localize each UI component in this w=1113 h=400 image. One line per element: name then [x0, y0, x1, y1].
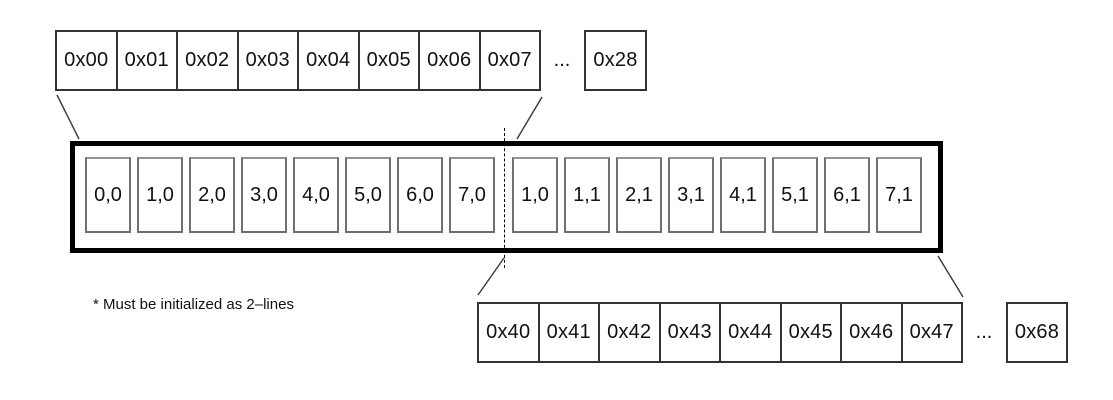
- address-cell: 0x46: [840, 302, 903, 363]
- address-cell: 0x06: [418, 30, 481, 91]
- connector-top-right-line: [516, 96, 543, 140]
- connector-bottom-right-line: [937, 255, 964, 298]
- address-cell: 0x41: [537, 302, 600, 363]
- ddram-cell: 2,1: [616, 157, 662, 233]
- bottom-ellipsis: ...: [975, 321, 993, 343]
- address-cell: 0x40: [477, 302, 540, 363]
- address-cell: 0x04: [297, 30, 360, 91]
- connector-bottom-left-line: [477, 257, 505, 296]
- ddram-cell: 2,0: [189, 157, 235, 233]
- address-cell: 0x47: [900, 302, 963, 363]
- address-cell: 0x07: [478, 30, 541, 91]
- ddram-cell: 3,0: [241, 157, 287, 233]
- address-cell: 0x44: [719, 302, 782, 363]
- top-last-address-cell: 0x28: [584, 30, 647, 91]
- top-ellipsis: ...: [553, 49, 571, 71]
- address-cell: 0x01: [115, 30, 178, 91]
- address-cell: 0x45: [779, 302, 842, 363]
- ddram-cell: 0,0: [85, 157, 131, 233]
- ddram-cell: 6,1: [824, 157, 870, 233]
- init-note: * Must be initialized as 2–lines: [93, 296, 294, 313]
- ddram-cell: 7,0: [449, 157, 495, 233]
- address-cell: 0x03: [236, 30, 299, 91]
- address-cell: 0x42: [598, 302, 661, 363]
- bottom-last-address-cell: 0x68: [1006, 302, 1068, 363]
- ddram-cell: 1,0: [137, 157, 183, 233]
- ddram-cell: 1,1: [564, 157, 610, 233]
- ddram-cell: 5,1: [772, 157, 818, 233]
- ddram-cell: 5,0: [345, 157, 391, 233]
- ddram-cell: 4,1: [720, 157, 766, 233]
- ddram-cell: 7,1: [876, 157, 922, 233]
- address-cell: 0x02: [176, 30, 239, 91]
- address-cell: 0x00: [55, 30, 118, 91]
- address-cell: 0x05: [357, 30, 420, 91]
- ddram-cell: 6,0: [397, 157, 443, 233]
- line-boundary-divider: [504, 128, 505, 268]
- connector-top-left-line: [56, 94, 80, 140]
- address-cell: 0x43: [658, 302, 721, 363]
- ddram-cell: 4,0: [293, 157, 339, 233]
- ddram-cell: 3,1: [668, 157, 714, 233]
- ddram-cell: 1,0: [512, 157, 558, 233]
